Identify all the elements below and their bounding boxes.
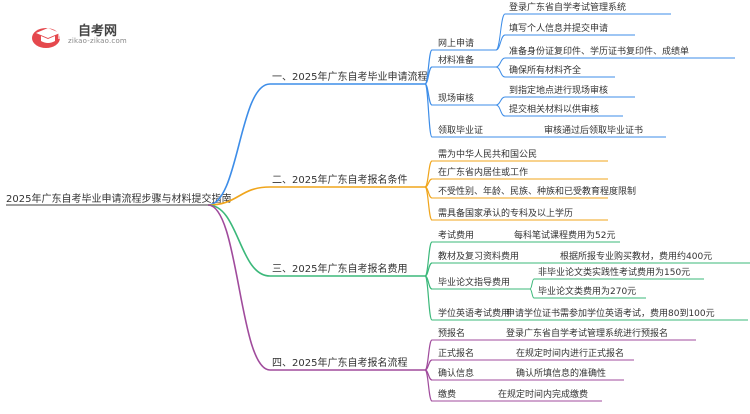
leaf-topic: 毕业论文类费用为270元 [538,285,636,297]
logo-title: 自考网 [78,24,118,39]
leaf-topic: 在规定时间内完成缴费 [498,388,588,400]
subtopic-connector [424,369,433,402]
graduation-cap-icon [32,28,60,48]
leaf-connector [495,13,506,51]
subtopic: 学位英语考试费用 [438,307,510,319]
leaf-topic: 登录广东省自学考试管理系统进行预报名 [506,327,668,339]
subtopic: 确认信息 [438,367,474,379]
subtopic: 需为中华人民共和国公民 [438,148,537,160]
subtopic: 缴费 [438,388,456,400]
subtopic: 在广东省内居住或工作 [438,166,528,178]
subtopic: 领取毕业证 [438,124,483,136]
leaf-topic: 准备身份证复印件、学历证书复印件、成绩单 [509,45,689,57]
leaf-topic: 在规定时间内进行正式报名 [516,347,624,359]
leaf-connector [495,34,506,51]
leaf-connector [495,96,506,106]
leaf-connector [529,278,535,290]
branch-connector [207,186,271,206]
leaf-topic: 确认所填信息的准确性 [516,367,606,379]
branch-topic: 一、2025年广东自考毕业申请流程 [272,70,427,83]
root-topic: 2025年广东自考毕业申请流程步骤与材料提交指南 [6,192,231,205]
logo-url: zikao-zikao.com [68,37,127,45]
branch-topic: 三、2025年广东自考报名费用 [272,262,407,275]
leaf-topic: 申请学位证书需参加学位英语考试，费用80到100元 [506,307,715,319]
subtopic: 预报名 [438,327,465,339]
leaf-topic: 提交相关材料以供审核 [509,103,599,115]
branch-connector [207,204,271,277]
site-logo[interactable]: 自考网 zikao-zikao.com [30,20,150,50]
subtopic: 需具备国家承认的专科及以上学历 [438,207,573,219]
leaf-topic: 非毕业论文类实践性考试费用为150元 [538,266,690,278]
subtopic: 正式报名 [438,347,474,359]
subtopic-connector [424,275,433,321]
leaf-connector [495,66,506,78]
leaf-topic: 根据所报专业购买教材，费用约400元 [560,250,712,262]
subtopic: 教材及复习资料费用 [438,250,519,262]
leaf-connector [495,57,506,68]
leaf-topic: 登录广东省自学考试管理系统 [509,1,626,13]
leaf-connector [495,104,506,117]
leaf-topic: 每科笔试课程费用为52元 [514,229,615,241]
leaf-topic: 填写个人信息并提交申请 [509,22,608,34]
subtopic: 毕业论文指导费用 [438,276,510,288]
branch-connector [207,204,271,371]
subtopic: 现场审核 [438,92,474,104]
subtopic: 材料准备 [438,54,474,66]
branch-connector [207,83,271,206]
leaf-topic: 确保所有材料齐全 [509,64,581,76]
subtopic-connector [424,186,433,221]
branch-topic: 二、2025年广东自考报名条件 [272,173,407,186]
leaf-topic: 到指定地点进行现场审核 [509,84,608,96]
subtopic-connector [424,83,433,138]
branch-topic: 四、2025年广东自考报名流程 [272,356,407,369]
subtopic: 考试费用 [438,229,474,241]
leaf-connector [529,288,535,299]
subtopic: 不受性别、年龄、民族、种族和已受教育程度限制 [438,185,636,197]
leaf-topic: 审核通过后领取毕业证书 [544,124,643,136]
subtopic: 网上申请 [438,37,474,49]
subtopic-connector [424,66,433,85]
